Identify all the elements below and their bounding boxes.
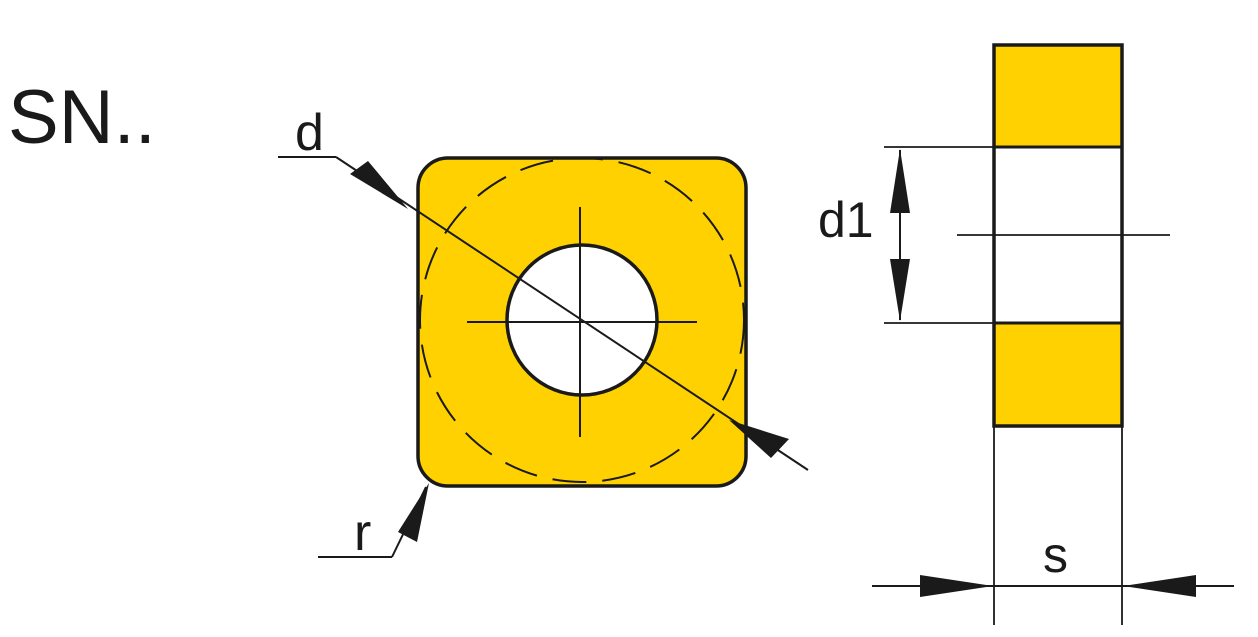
series-title: SN.. — [8, 75, 156, 160]
radius-label: r — [354, 504, 371, 562]
diameter-arrow-top — [350, 161, 408, 209]
diameter-leader — [335, 156, 809, 471]
s-arrow-left — [920, 575, 993, 597]
side-bottom-section — [994, 323, 1122, 426]
inscribed-circle — [419, 158, 745, 483]
diameter-label: d — [295, 104, 324, 162]
thickness-label: s — [1043, 527, 1068, 583]
d1-label: d1 — [818, 192, 874, 248]
front-view: d r — [278, 104, 809, 562]
diameter-arrow-bottom — [729, 420, 789, 458]
d1-arrow-top — [890, 149, 910, 213]
side-view: d1 s — [818, 43, 1234, 625]
radius-arrow — [398, 483, 429, 542]
d1-arrow-bottom — [890, 259, 910, 321]
side-top-section — [994, 45, 1122, 147]
s-arrow-right — [1123, 575, 1196, 597]
